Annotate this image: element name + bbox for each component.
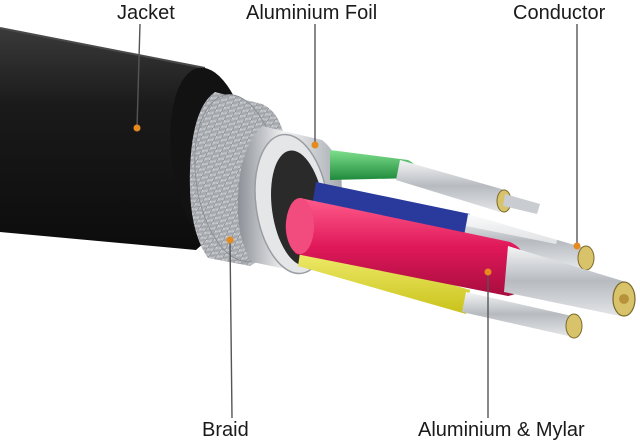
wire-red (285, 198, 527, 296)
leader-jacket (136, 23, 141, 129)
marker-braid (226, 236, 234, 244)
leader-braid (229, 239, 233, 419)
leader-lines (136, 23, 578, 419)
marker-conductor (573, 242, 581, 250)
marker-dots (133, 124, 581, 276)
marker-jacket (133, 124, 141, 132)
wire-green (330, 150, 540, 214)
label-jacket: Jacket (117, 2, 175, 24)
wire-blue (312, 182, 595, 271)
conductor-strands (504, 246, 636, 317)
label-aluminium-foil: Aluminium Foil (246, 2, 378, 24)
label-conductor: Conductor (513, 2, 606, 24)
label-aluminium-mylar: Aluminium & Mylar (418, 419, 585, 441)
marker-aluminium-mylar (484, 268, 492, 276)
label-braid: Braid (202, 419, 249, 441)
marker-aluminium-foil (311, 141, 319, 149)
